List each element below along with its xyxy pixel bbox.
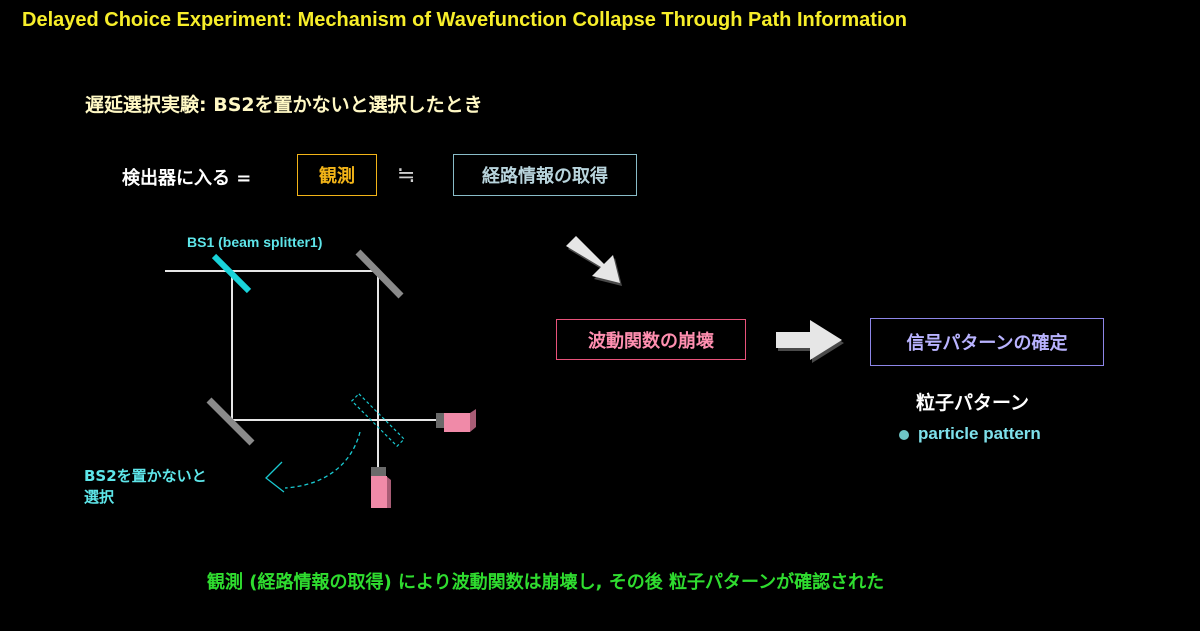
confirm-box: 信号パターンの確定 [870, 318, 1104, 366]
detection-label: 検出器に入る = [122, 168, 252, 189]
particle-pattern-en: particle pattern [918, 424, 1041, 443]
path-info-box: 経路情報の取得 [453, 154, 637, 196]
subtitle: 遅延選択実験: BS2を置かないと選択したとき [85, 94, 483, 116]
bs2-pointer-line [284, 431, 361, 489]
bullet-dot-icon [899, 430, 909, 440]
confirm-text: 信号パターンの確定 [906, 333, 1068, 354]
path-info-text: 経路情報の取得 [482, 166, 608, 187]
diagonal-arrow-icon [566, 236, 622, 286]
detector-bottom [371, 467, 391, 508]
detector-right [436, 409, 476, 432]
mirror-bottom-left [206, 397, 255, 446]
footer-conclusion: 観測 (経路情報の取得) により波動関数は崩壊し, その後 粒子パターンが確認さ… [207, 572, 885, 593]
page-title: Delayed Choice Experiment: Mechanism of … [22, 9, 907, 31]
observation-box: 観測 [297, 154, 377, 196]
particle-pattern-jp: 粒子パターン [916, 392, 1030, 414]
right-arrow-icon [776, 320, 844, 363]
observation-text: 観測 [319, 166, 355, 187]
bs2-label-line2: 選択 [84, 488, 115, 506]
bs1-beam-splitter [211, 253, 252, 294]
mirror-top-right [355, 249, 404, 299]
collapse-box: 波動関数の崩壊 [556, 319, 746, 360]
beam-paths [165, 270, 440, 474]
bs2-label: BS2を置かないと 選択 [84, 466, 264, 508]
approx-symbol: ≒ [397, 163, 416, 188]
bs2-label-line1: BS2を置かないと [84, 467, 207, 485]
bs1-label: BS1 (beam splitter1) [187, 234, 323, 250]
bs2-pointer-chevron [265, 461, 285, 493]
collapse-text: 波動関数の崩壊 [588, 330, 714, 352]
